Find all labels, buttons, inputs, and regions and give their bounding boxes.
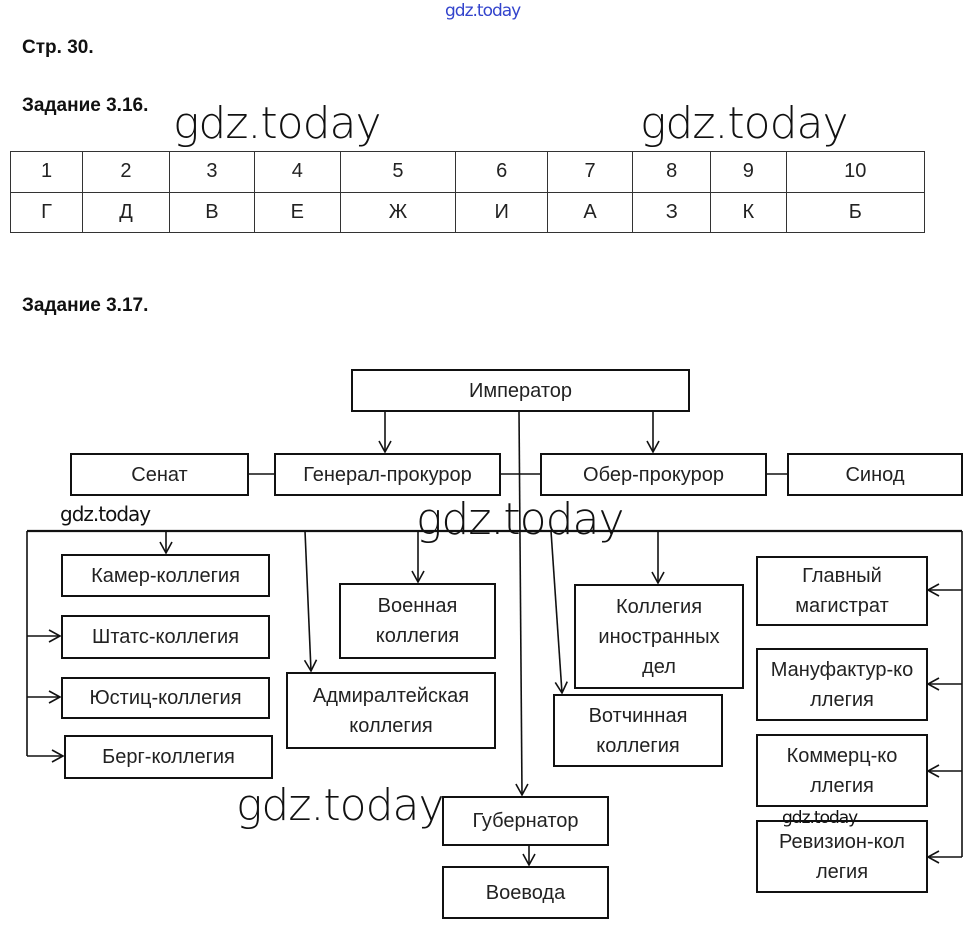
- watermark: gdz.today: [640, 98, 849, 149]
- answer-table: 1 2 3 4 5 6 7 8 9 10 Г Д В Е Ж И А З К Б: [9, 151, 926, 233]
- watermark: gdz.today: [173, 98, 382, 149]
- node-senate: Сенат: [70, 453, 249, 496]
- node-votchinnaya-collegium: Вотчинная коллегия: [553, 694, 723, 767]
- table-cell: 7: [546, 151, 634, 193]
- watermark: gdz.today: [445, 1, 521, 21]
- node-foreign-affairs-collegium: Коллегия иностранных дел: [574, 584, 744, 689]
- node-emperor: Император: [351, 369, 690, 412]
- table-cell: И: [455, 191, 548, 233]
- node-governor: Губернатор: [442, 796, 609, 846]
- watermark: gdz.today: [236, 780, 445, 831]
- node-shtats-collegium: Штатс-коллегия: [61, 615, 270, 659]
- table-row-numbers: 1 2 3 4 5 6 7 8 9 10: [9, 151, 926, 193]
- table-cell: Е: [254, 191, 341, 233]
- node-voevoda: Воевода: [442, 866, 609, 919]
- table-cell: 9: [710, 151, 787, 193]
- node-revizion-collegium: Ревизион-коллегия: [756, 820, 928, 893]
- node-synod: Синод: [787, 453, 963, 496]
- node-chief-prosecutor: Обер-прокурор: [540, 453, 767, 496]
- table-row-answers: Г Д В Е Ж И А З К Б: [9, 191, 926, 233]
- table-cell: Г: [9, 191, 84, 233]
- node-admiralty-collegium: Адмиралтейская коллегия: [286, 672, 496, 749]
- page-label: Стр. 30.: [22, 37, 94, 58]
- table-cell: Б: [785, 191, 926, 233]
- watermark: gdz.today: [60, 502, 151, 526]
- table-cell: 4: [254, 151, 341, 193]
- node-military-collegium: Военная коллегия: [339, 583, 496, 659]
- node-berg-collegium: Берг-коллегия: [64, 735, 273, 779]
- table-cell: К: [710, 191, 787, 233]
- arrow-emperor-governor: [515, 410, 529, 797]
- table-cell: Ж: [339, 191, 457, 233]
- node-general-prosecutor: Генерал-прокурор: [274, 453, 501, 496]
- watermark: gdz.today: [416, 494, 625, 545]
- table-cell: 1: [9, 151, 84, 193]
- table-cell: 3: [168, 151, 256, 193]
- table-cell: А: [546, 191, 634, 233]
- watermark: gdz.today: [782, 808, 858, 828]
- node-kommerts-collegium: Коммерц-коллегия: [756, 734, 928, 807]
- node-yustits-collegium: Юстиц-коллегия: [61, 677, 270, 719]
- node-manufaktur-collegium: Мануфактур-коллегия: [756, 648, 928, 721]
- table-cell: З: [632, 191, 712, 233]
- table-cell: Д: [82, 191, 170, 233]
- node-kamer-collegium: Камер-коллегия: [61, 554, 270, 597]
- node-chief-magistrate: Главный магистрат: [756, 556, 928, 626]
- task-3-17-title: Задание 3.17.: [22, 295, 149, 316]
- task-3-16-title: Задание 3.16.: [22, 95, 149, 116]
- table-cell: 8: [632, 151, 712, 193]
